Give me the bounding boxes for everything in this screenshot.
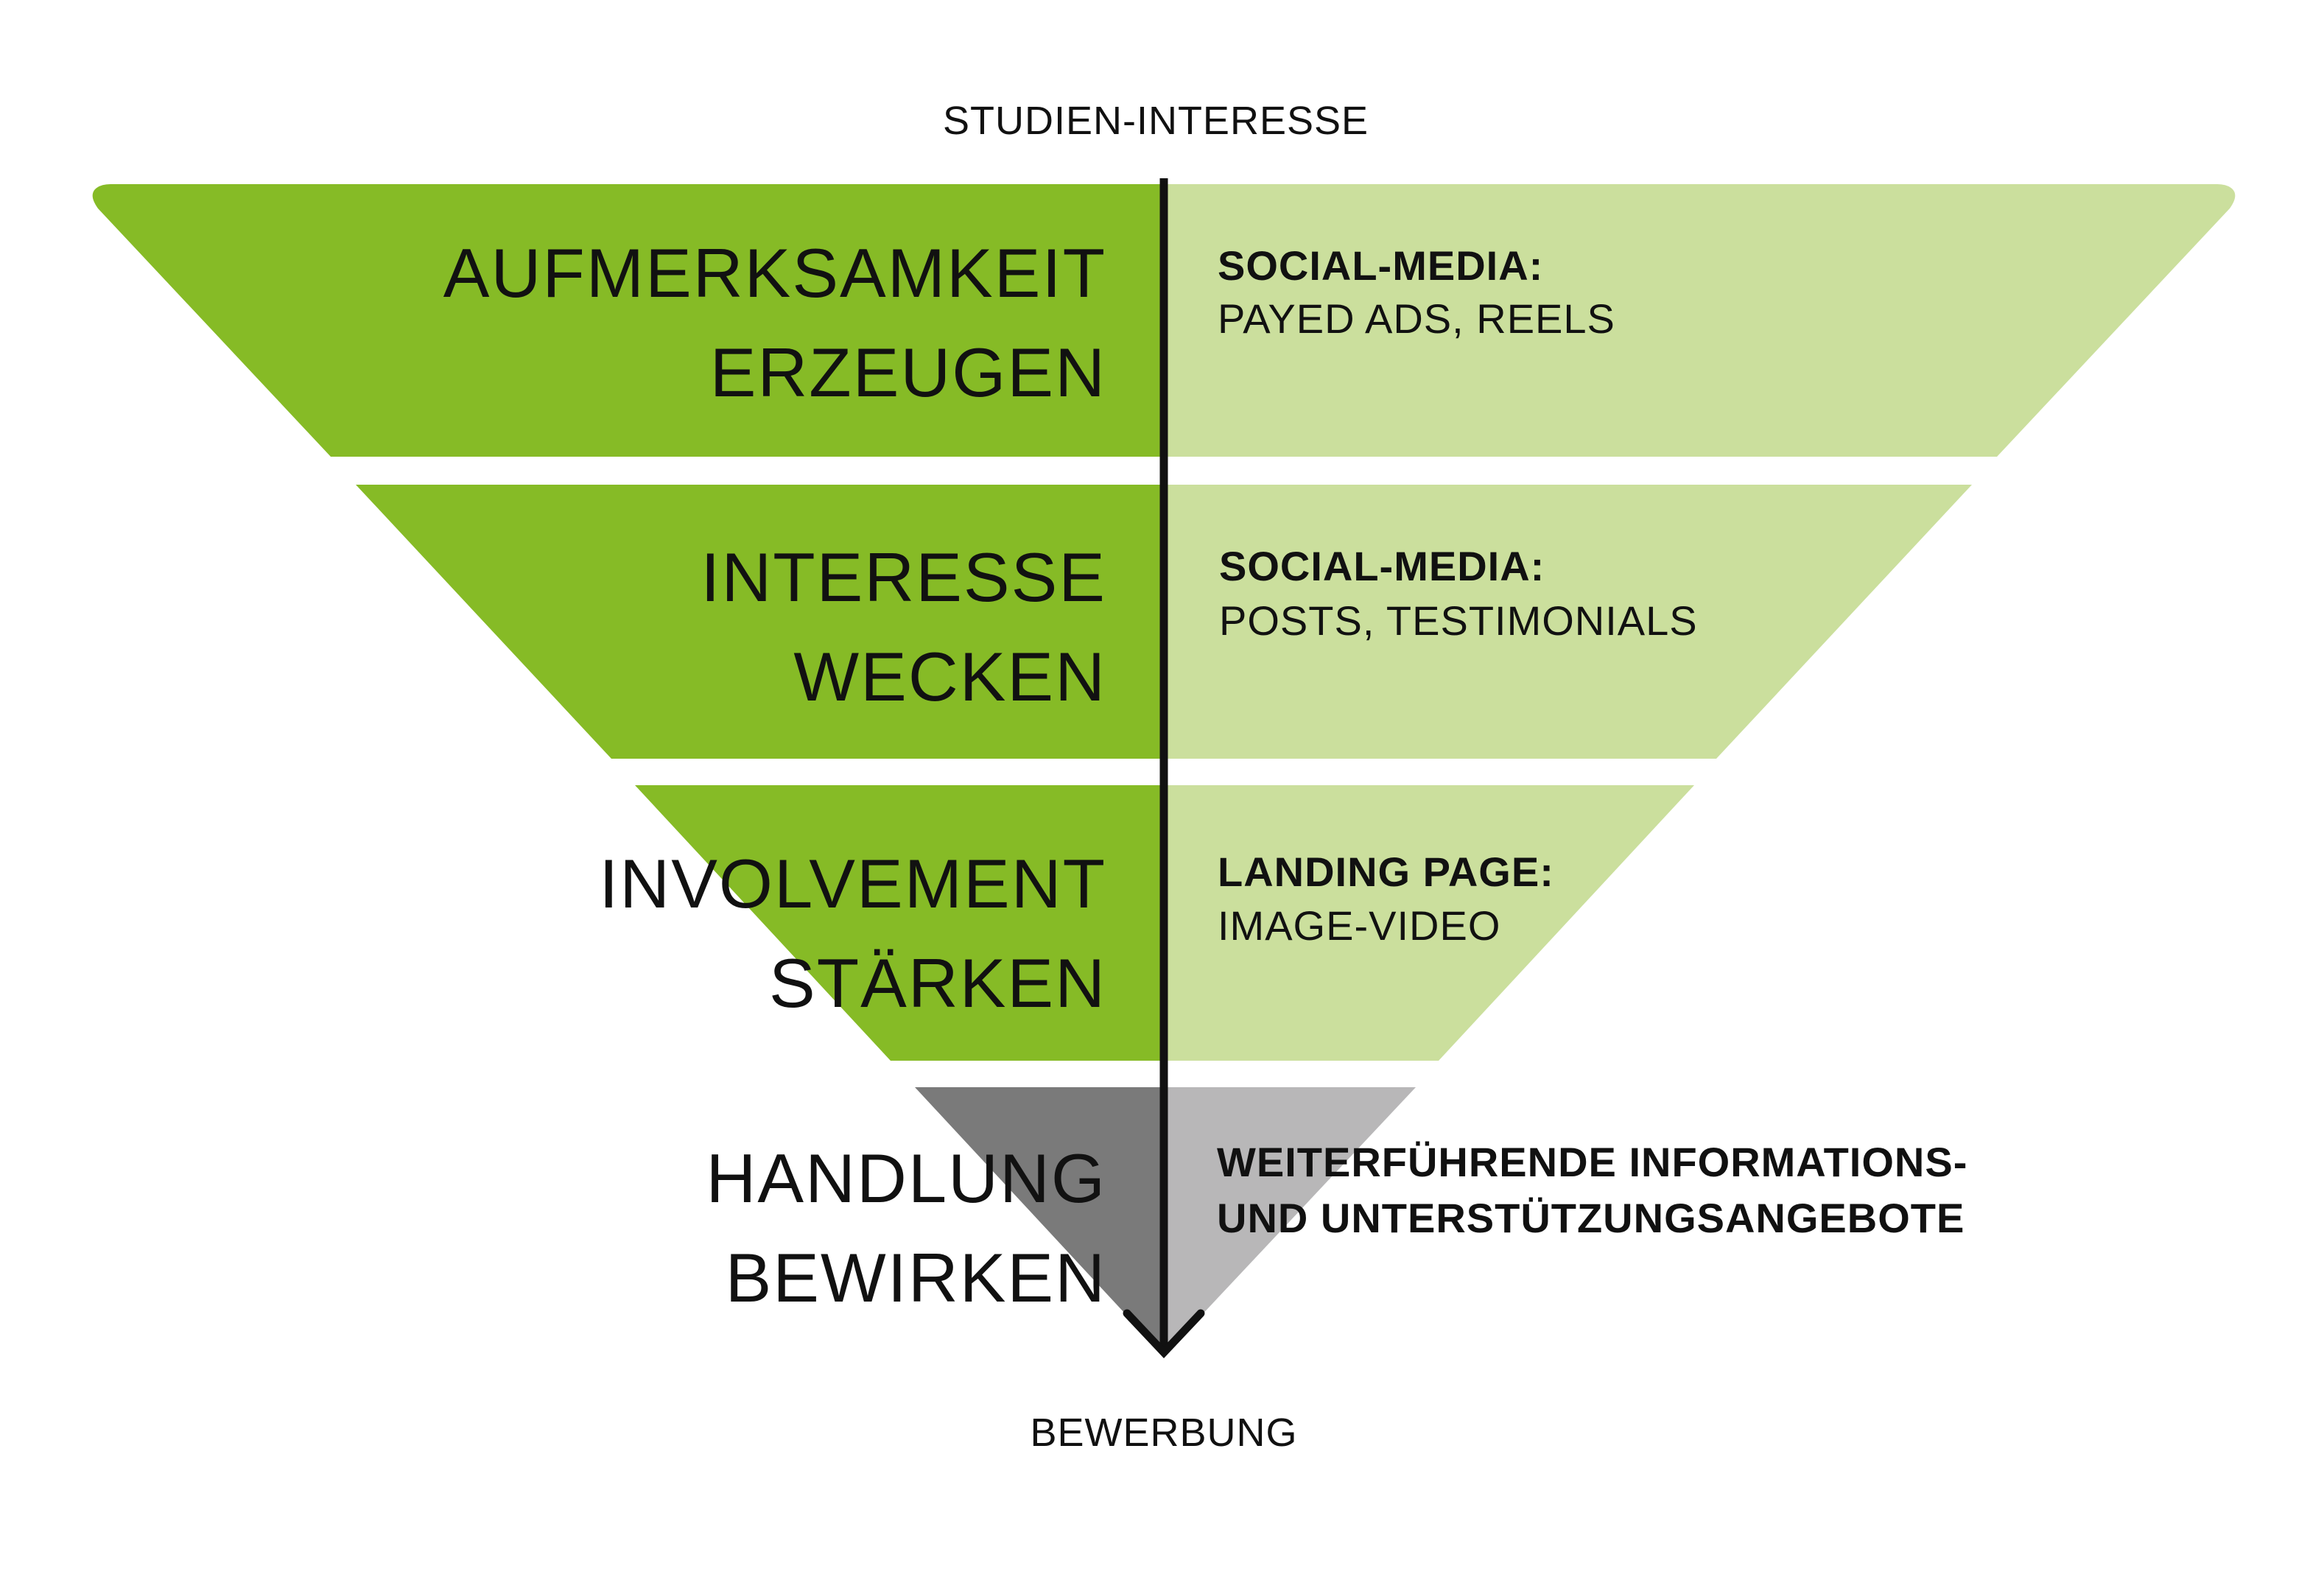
funnel-stage-1: AUFMERKSAMKEIT ERZEUGEN SOCIAL-MEDIA: PA… bbox=[92, 184, 2236, 457]
stage-2-title-line1: INTERESSE bbox=[701, 538, 1106, 616]
flow-arrow bbox=[1123, 178, 1205, 1359]
stage-2-title-line2: WECKEN bbox=[793, 638, 1106, 715]
funnel-stage-2: INTERESSE WECKEN SOCIAL-MEDIA: POSTS, TE… bbox=[356, 485, 1972, 759]
stage-2-left-band bbox=[356, 485, 1164, 759]
stage-1-title-line2: ERZEUGEN bbox=[710, 334, 1106, 411]
stage-4-detail-text: UND UNTERSTÜTZUNGSANGEBOTE bbox=[1217, 1195, 1965, 1241]
stage-3-title-line2: STÄRKEN bbox=[769, 944, 1106, 1022]
stage-4-title-line2: BEWIRKEN bbox=[726, 1239, 1106, 1316]
stage-3-detail-text: IMAGE-VIDEO bbox=[1218, 902, 1500, 949]
stage-3-title-line1: INVOLVEMENT bbox=[599, 845, 1106, 922]
top-label: STUDIEN-INTERESSE bbox=[943, 99, 1369, 143]
stage-3-left-band bbox=[635, 785, 1164, 1061]
stage-2-detail-heading: SOCIAL-MEDIA: bbox=[1219, 543, 1545, 589]
stage-1-detail-text: PAYED ADS, REELS bbox=[1218, 295, 1615, 342]
stage-4-title-line1: HANDLUNG bbox=[706, 1140, 1106, 1217]
stage-4-right-band bbox=[1164, 1087, 1416, 1355]
stage-4-left-band bbox=[915, 1087, 1164, 1355]
stage-1-right-band bbox=[1164, 184, 2236, 457]
stage-3-detail-heading: LANDING PAGE: bbox=[1218, 849, 1554, 895]
stage-1-left-band bbox=[92, 184, 1164, 457]
stage-4-detail-heading: WEITERFÜHRENDE INFORMATIONS- bbox=[1217, 1139, 1967, 1185]
funnel-stage-3: INVOLVEMENT STÄRKEN LANDING PAGE: IMAGE-… bbox=[599, 785, 1694, 1061]
funnel-stage-4: HANDLUNG BEWIRKEN WEITERFÜHRENDE INFORMA… bbox=[706, 1087, 1967, 1355]
stage-1-title-line1: AUFMERKSAMKEIT bbox=[443, 234, 1106, 312]
stage-2-right-band bbox=[1164, 485, 1972, 759]
stage-1-detail-heading: SOCIAL-MEDIA: bbox=[1218, 242, 1543, 289]
stage-3-right-band bbox=[1164, 785, 1694, 1061]
bottom-label: BEWERBUNG bbox=[1030, 1411, 1297, 1455]
stage-2-detail-text: POSTS, TESTIMONIALS bbox=[1219, 597, 1698, 644]
arrow-head-icon bbox=[1123, 1309, 1205, 1359]
